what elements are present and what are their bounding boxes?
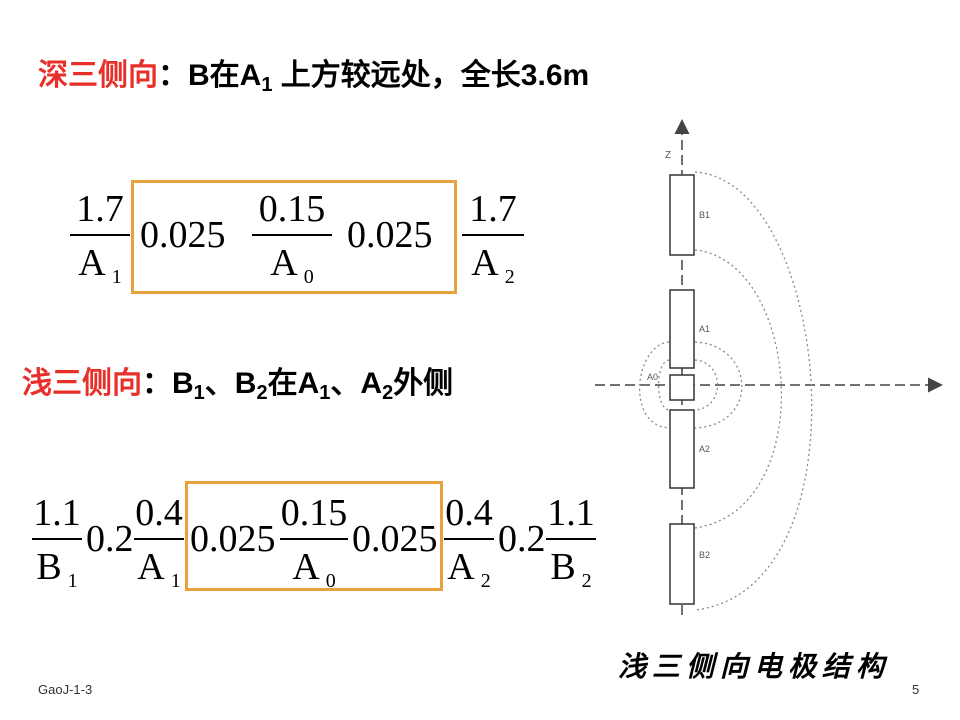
frac-den: A [292, 546, 320, 588]
field-lines-left [638, 341, 670, 429]
deep-highlight-box [131, 180, 457, 294]
electrode-b2 [669, 523, 695, 605]
deep-gap-2: 0.025 [347, 214, 433, 256]
electrode-a0 [669, 374, 695, 401]
frac-sub: 2 [480, 570, 491, 592]
frac-num: 1.7 [469, 188, 517, 230]
frac-num: 1.1 [547, 492, 595, 534]
frac-den: A [78, 242, 106, 284]
shallow-gap-4: 0.2 [498, 518, 546, 560]
deep-text-rest: 上方较远处，全长3.6m [272, 59, 590, 92]
frac-num: 1.1 [33, 492, 81, 534]
deep-gap-1: 0.025 [140, 214, 226, 256]
shallow-title: 浅三侧向：B1、B2在A1、A2外侧 [22, 358, 453, 405]
frac-den: A [137, 546, 165, 588]
frac-sub: 2 [581, 570, 592, 592]
electrode-diagram: Z B1 A1 A0 A2 B2 [595, 119, 943, 615]
frac-den: B [36, 546, 62, 588]
electrode-a2 [669, 409, 695, 489]
label-b1: B1 [699, 210, 710, 220]
frac-sub: 0 [303, 266, 314, 288]
shallow-gap-2: 0.025 [190, 518, 276, 560]
deep-sub: 1 [261, 74, 273, 96]
frac-num: 1.7 [76, 188, 124, 230]
frac-den: A [471, 242, 499, 284]
shallow-text: B [172, 367, 194, 400]
frac-num: 0.4 [445, 492, 493, 534]
frac-den: A [270, 242, 298, 284]
shallow-text: 、A [330, 367, 383, 400]
frac-sub: 1 [111, 266, 122, 288]
frac-den: B [550, 546, 576, 588]
shallow-text: 、B [204, 367, 257, 400]
label-a2: A2 [699, 444, 710, 454]
z-axis-label: Z [665, 150, 671, 161]
frac-num: 0.15 [258, 188, 326, 230]
frac-sub: 2 [504, 266, 515, 288]
shallow-text: 在A [267, 367, 320, 400]
frac-sub: 1 [170, 570, 181, 592]
frac-num: 0.4 [135, 492, 183, 534]
deep-colon: ： [158, 59, 188, 92]
shallow-sub: 1 [193, 382, 205, 404]
deep-text-b: B在A [188, 59, 262, 92]
shallow-gap-3: 0.025 [352, 518, 438, 560]
shallow-colon: ： [142, 367, 172, 400]
frac-num: 0.15 [280, 492, 348, 534]
frac-sub: 1 [67, 570, 78, 592]
shallow-title-label: 浅三侧向 [22, 367, 142, 400]
deep-title-label: 深三侧向 [38, 59, 158, 92]
shallow-sub: 2 [256, 382, 268, 404]
frac-sub: 0 [325, 570, 336, 592]
shallow-sub: 1 [319, 382, 331, 404]
electrode-a1 [669, 289, 695, 369]
shallow-text: 外侧 [393, 367, 454, 400]
deep-title: 深三侧向：B在A1 上方较远处，全长3.6m [38, 50, 589, 97]
shallow-sub: 2 [382, 382, 394, 404]
label-a0: A0 [647, 372, 658, 382]
shallow-gap-1: 0.2 [86, 518, 134, 560]
label-b2: B2 [699, 550, 710, 560]
field-lines [694, 171, 813, 611]
footer-left: GaoJ-1-3 [38, 682, 93, 697]
frac-den: A [447, 546, 475, 588]
diagram-caption: 浅三侧向电极结构 [618, 650, 891, 683]
label-a1: A1 [699, 324, 710, 334]
shallow-highlight-box [185, 481, 443, 591]
page-number: 5 [912, 682, 920, 697]
electrode-b1 [669, 174, 695, 256]
